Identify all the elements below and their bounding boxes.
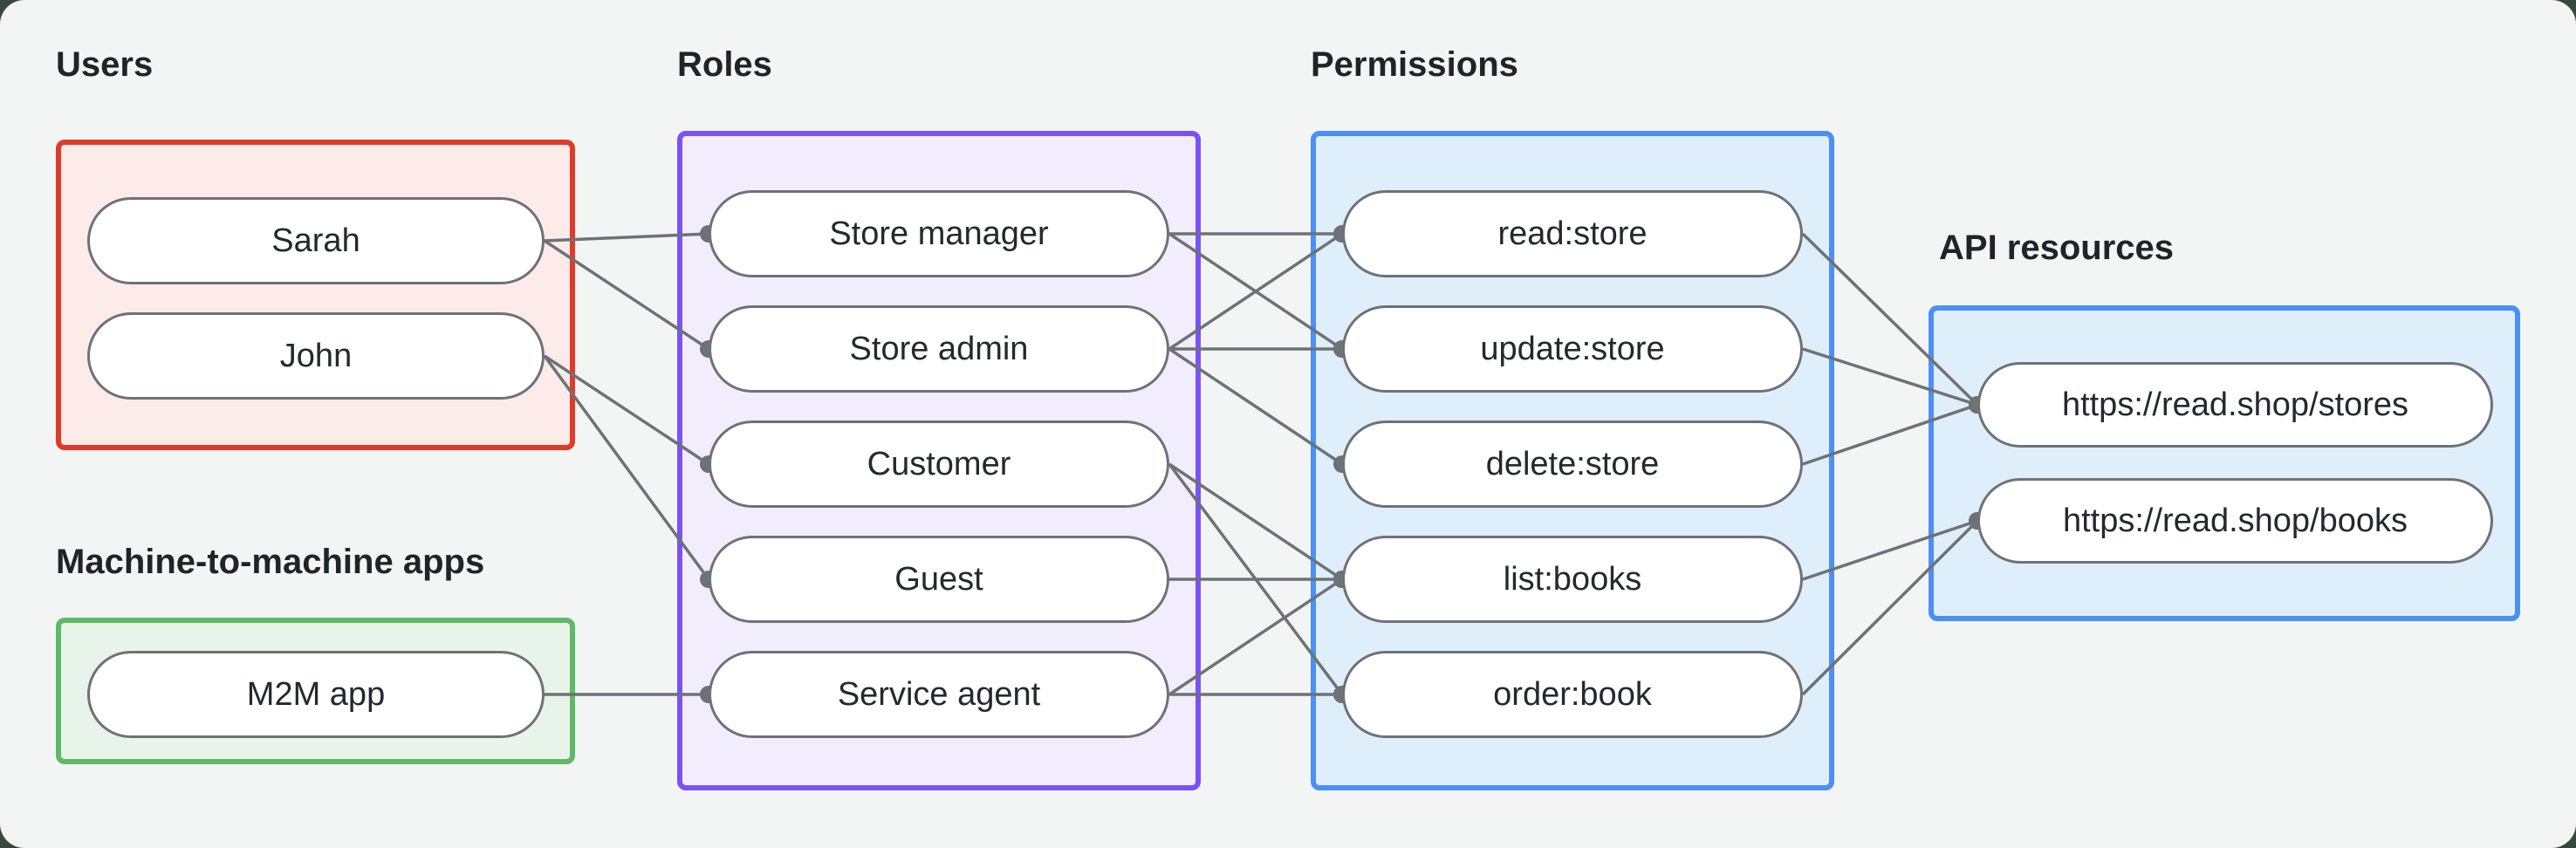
node-customer: Customer — [709, 421, 1169, 508]
node-service_agent: Service agent — [709, 651, 1169, 738]
edge-john-to-customer — [544, 354, 709, 466]
edge-service_agent-to-list_books — [1168, 578, 1343, 696]
node-read_store: read:store — [1342, 190, 1803, 277]
node-list_books: list:books — [1342, 536, 1803, 623]
node-m2m_app: M2M app — [87, 651, 545, 738]
node-order_book: order:book — [1342, 651, 1803, 738]
edge-delete_store-to-stores_api — [1802, 403, 1978, 466]
edge-list_books-to-books_api — [1802, 519, 1978, 581]
edge-order_book-to-books_api — [1801, 519, 1979, 696]
node-stores_api: https://read.shop/stores — [1977, 362, 2493, 448]
edge-john-to-guest — [543, 354, 710, 581]
edge-update_store-to-stores_api — [1802, 347, 1978, 407]
group-label-api: API resources — [1939, 229, 2175, 267]
group-label-users: Users — [56, 45, 154, 84]
edge-store_admin-to-read_store — [1168, 232, 1343, 351]
group-box-api — [1929, 305, 2520, 621]
group-label-roles: Roles — [677, 45, 772, 84]
node-store_admin: Store admin — [709, 305, 1169, 393]
group-label-permissions: Permissions — [1311, 45, 1518, 84]
edge-sarah-to-store_manager — [544, 232, 709, 243]
node-john: John — [87, 312, 545, 400]
node-sarah: Sarah — [87, 197, 545, 284]
edge-store_admin-to-delete_store — [1168, 347, 1343, 466]
node-guest: Guest — [709, 536, 1169, 623]
edge-sarah-to-store_admin — [544, 239, 709, 351]
node-books_api: https://read.shop/books — [1977, 478, 2493, 564]
group-label-m2m: Machine-to-machine apps — [56, 543, 485, 581]
node-delete_store: delete:store — [1342, 421, 1803, 508]
node-store_manager: Store manager — [709, 190, 1169, 277]
edge-read_store-to-stores_api — [1801, 232, 1979, 407]
edge-customer-to-list_books — [1168, 462, 1343, 581]
node-update_store: update:store — [1342, 305, 1803, 393]
